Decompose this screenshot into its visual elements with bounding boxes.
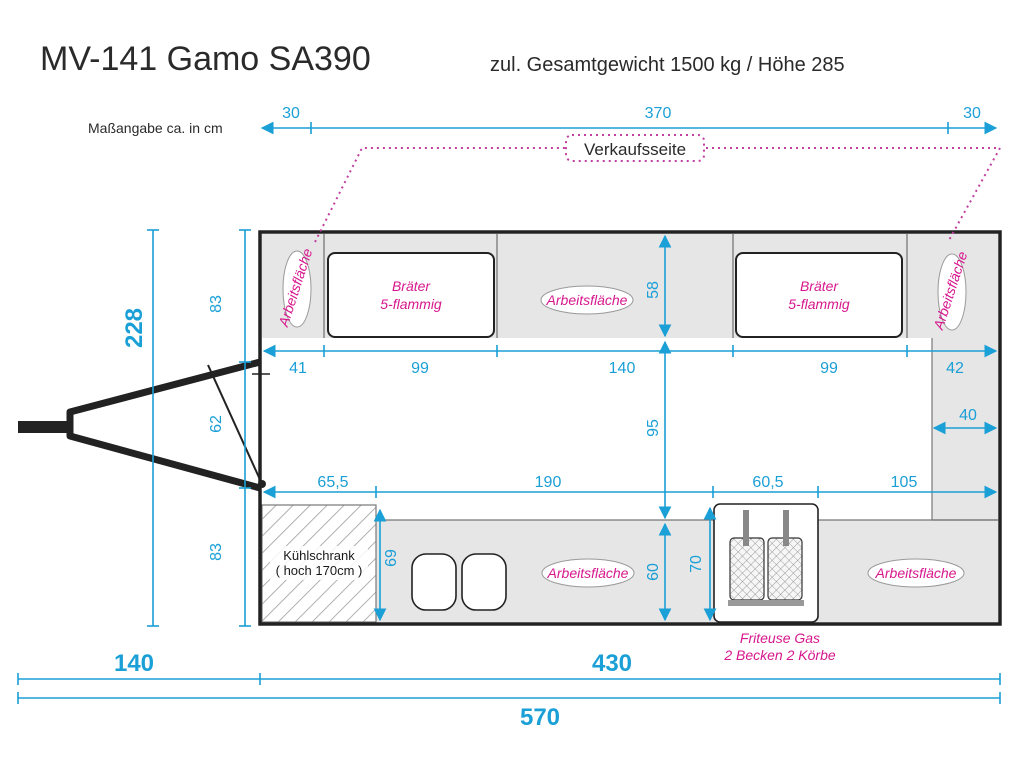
braeter-right <box>735 252 903 338</box>
braeter-left-line1: Bräter <box>392 278 431 294</box>
dim-row1-1: 41 <box>289 360 307 377</box>
dim-v-58: 58 <box>645 281 662 299</box>
units-note: Maßangabe ca. in cm <box>88 120 223 136</box>
dim-top-left: 30 <box>282 105 300 122</box>
braeter-left <box>327 252 495 338</box>
page-title: MV-141 Gamo SA390 <box>40 40 371 78</box>
arbeitsflaeche-oval-right <box>937 253 967 331</box>
kuehlschrank-line2: ( hoch 170cm ) <box>276 563 363 578</box>
dim-total-width: 228 <box>121 308 148 348</box>
dim-v-69: 69 <box>383 549 400 567</box>
braeter-left-line2: 5-flammig <box>380 296 442 312</box>
verkaufsseite-label: Verkaufsseite <box>584 140 686 159</box>
dim-row1-5: 42 <box>946 360 964 377</box>
arbeitsflaeche-bottom-right-label: Arbeitsfläche <box>875 565 957 581</box>
dim-drawbar: 140 <box>114 650 154 677</box>
dim-v-95: 95 <box>645 419 662 437</box>
dim-right-depth: 40 <box>959 407 977 424</box>
arbeitsflaeche-top-label: Arbeitsfläche <box>546 292 628 308</box>
dim-row1-4: 99 <box>820 360 838 377</box>
dim-total-length: 570 <box>520 704 560 731</box>
arbeitsflaeche-oval-top <box>540 285 634 315</box>
verkaufsseite-indicator <box>314 147 1002 243</box>
dim-row1-3: 140 <box>609 360 636 377</box>
friteuse-line2: 2 Becken 2 Körbe <box>723 647 836 663</box>
arbeitsflaeche-oval-bottom-mid <box>541 558 635 588</box>
dim-body-length: 430 <box>592 650 632 677</box>
friteuse-line1: Friteuse Gas <box>740 630 820 646</box>
dim-left-bottom: 83 <box>208 543 225 561</box>
sink-right <box>461 553 507 611</box>
arbeitsflaeche-oval-left <box>282 250 312 328</box>
dim-row1-2: 99 <box>411 360 429 377</box>
kuehlschrank-line1: Kühlschrank <box>283 548 355 563</box>
drawbar <box>66 358 261 492</box>
dim-row2-3: 60,5 <box>752 474 783 491</box>
dim-row2-4: 105 <box>891 474 918 491</box>
braeter-right-line1: Bräter <box>800 278 839 294</box>
braeter-right-line2: 5-flammig <box>788 296 850 312</box>
dim-v-60: 60 <box>645 563 662 581</box>
dim-left-mid: 62 <box>208 415 225 433</box>
trailer-outline <box>258 230 1002 626</box>
dim-left-top: 83 <box>208 295 225 313</box>
dim-row2-1: 65,5 <box>317 474 348 491</box>
dim-v-70: 70 <box>688 555 705 573</box>
sink-left <box>411 553 457 611</box>
arbeitsflaeche-bottom-mid-label: Arbeitsfläche <box>547 565 629 581</box>
dim-top-center: 370 <box>645 105 672 122</box>
page-subtitle: zul. Gesamtgewicht 1500 kg / Höhe 285 <box>490 54 845 76</box>
arbeitsflaeche-oval-bottom-right <box>867 558 965 588</box>
dim-top-right: 30 <box>963 105 981 122</box>
hitch <box>18 421 72 433</box>
dim-row2-2: 190 <box>535 474 562 491</box>
